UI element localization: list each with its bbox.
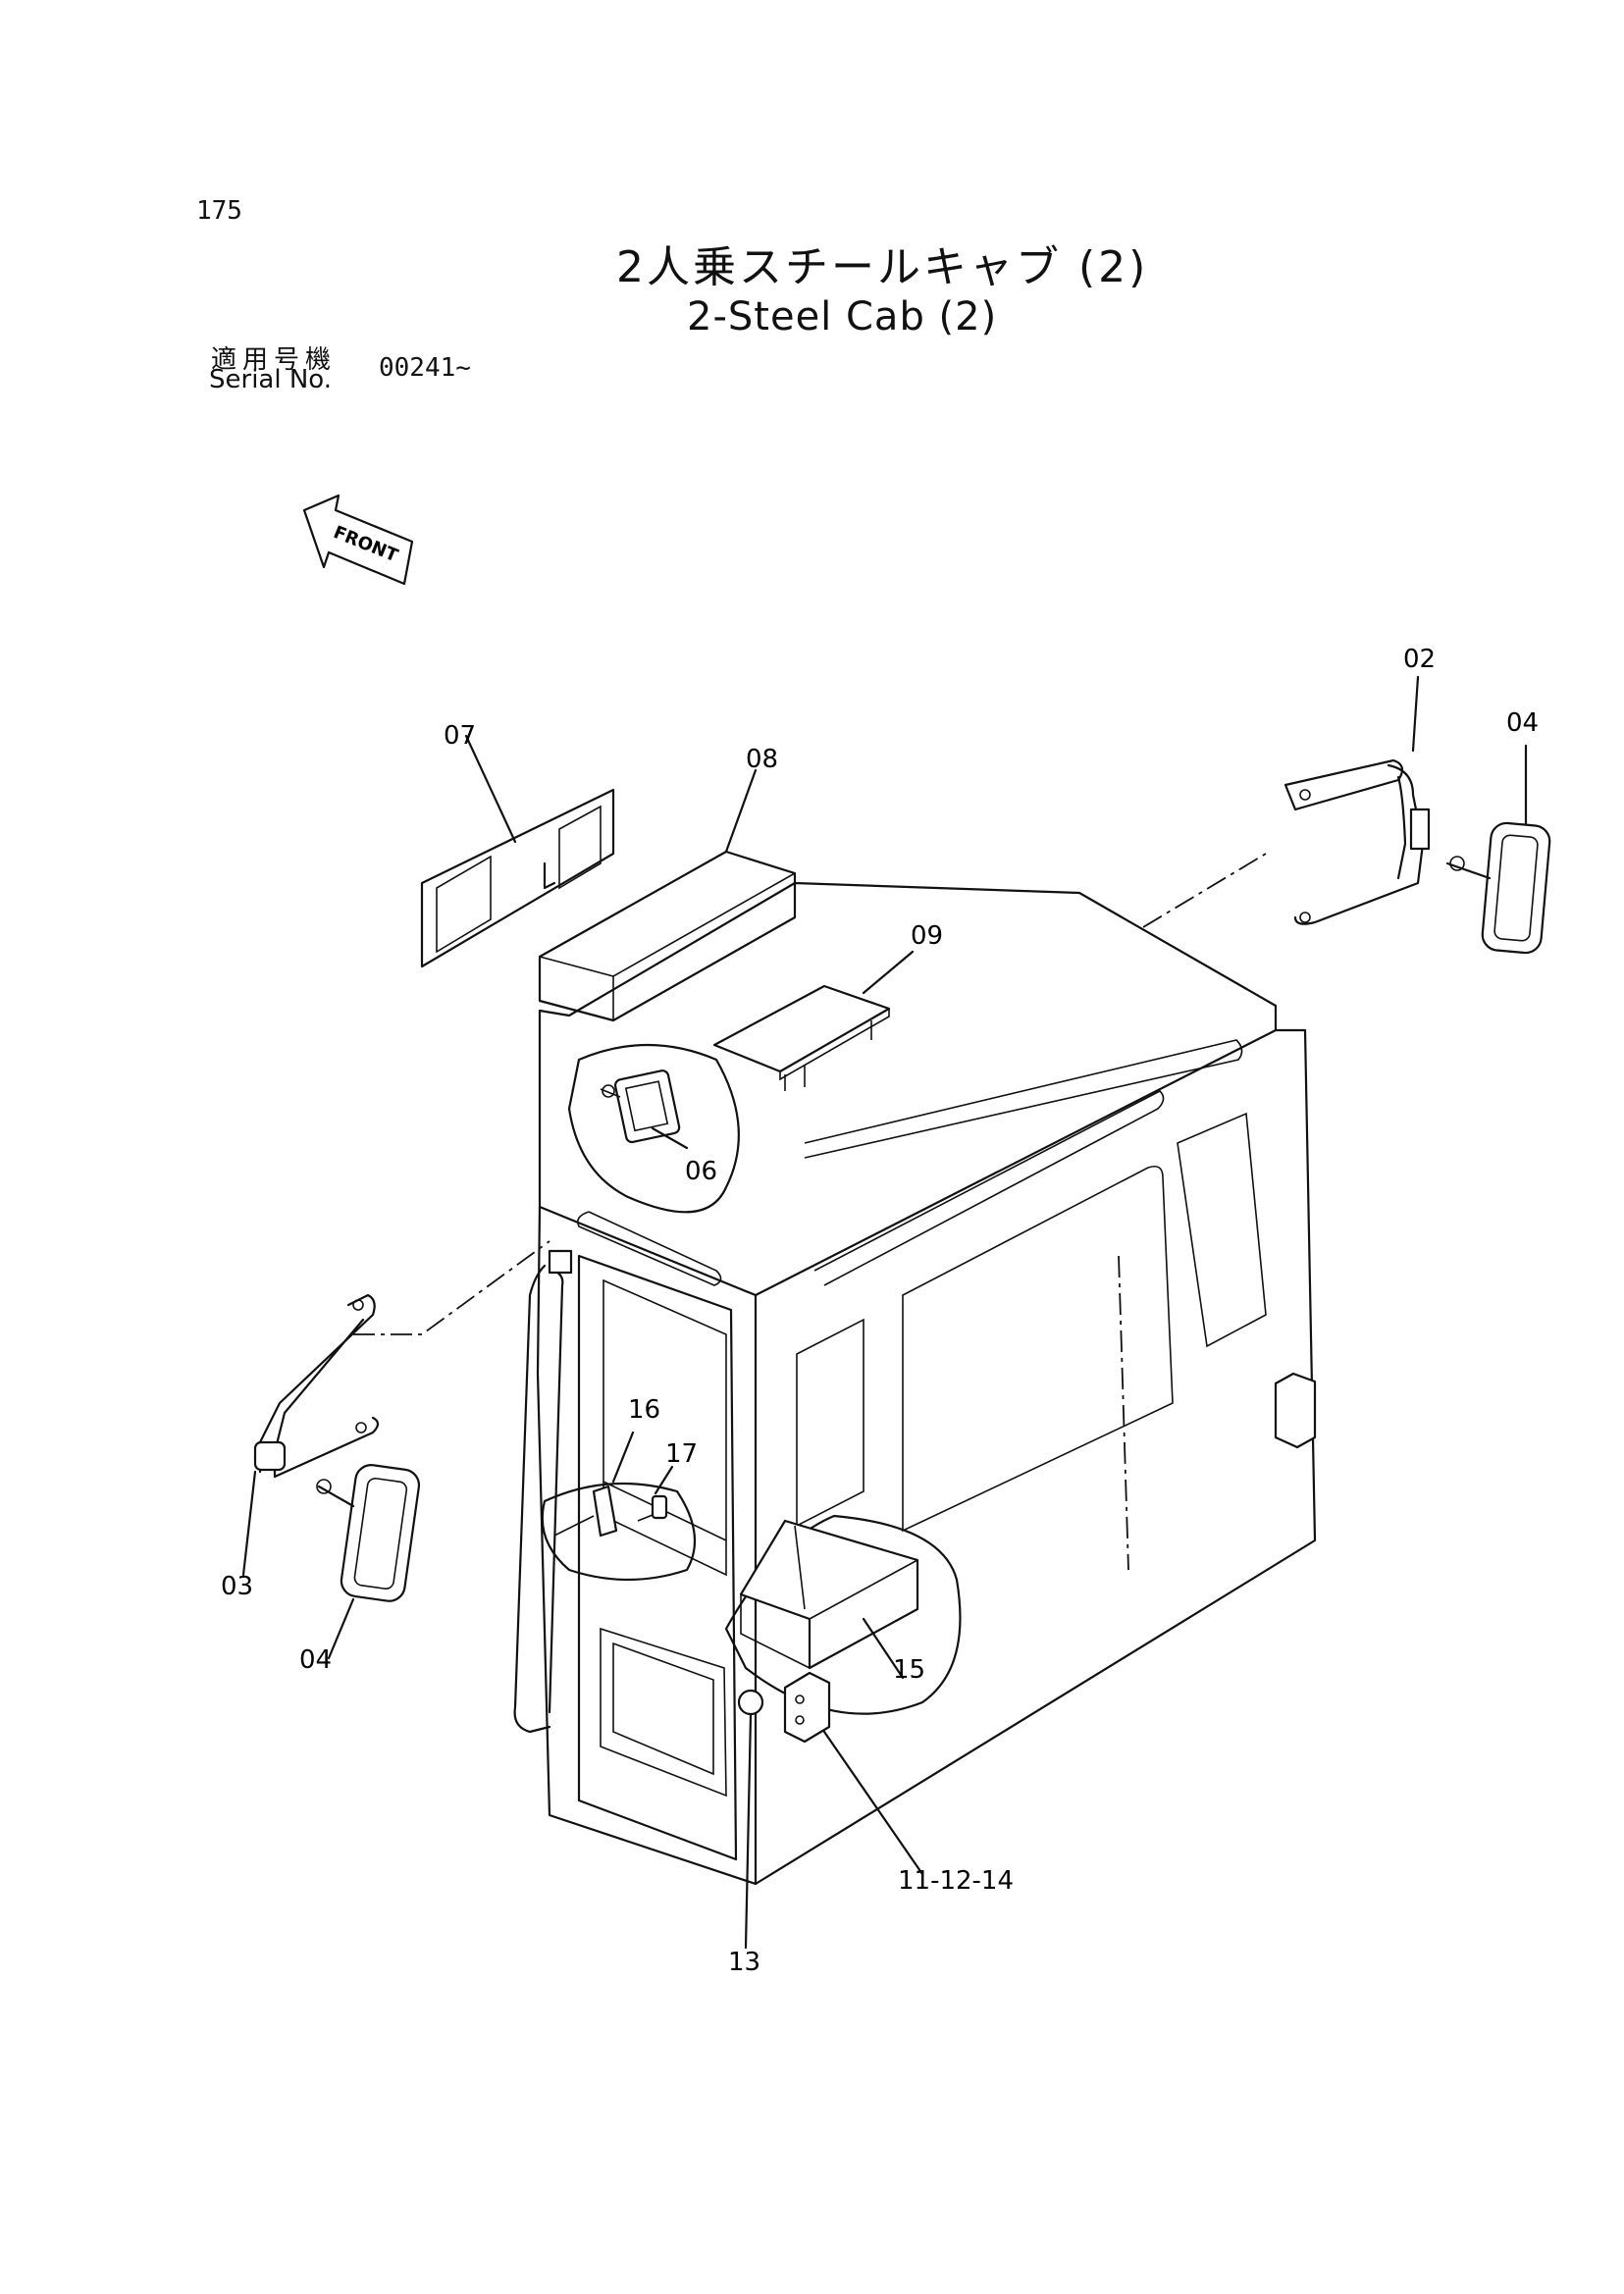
callout-03: 03 xyxy=(221,1572,253,1601)
cab-body xyxy=(513,881,1317,1886)
callout-02: 02 xyxy=(1403,645,1436,674)
title-japanese: 2人乗スチールキャブ (2) xyxy=(616,242,1149,292)
callout-08: 08 xyxy=(746,745,778,774)
title-english: 2-Steel Cab (2) xyxy=(687,294,998,339)
part-04-left-mirror xyxy=(316,1464,421,1660)
part-02-right-mirror-stay xyxy=(1142,675,1431,928)
part-03-left-mirror-stay xyxy=(241,1240,550,1577)
callout-17: 17 xyxy=(665,1439,698,1469)
callout-11-12-14: 11-12-14 xyxy=(898,1866,1014,1896)
part-08-roof-cover xyxy=(538,768,797,1022)
callout-09: 09 xyxy=(911,921,943,951)
serial-number-value: 00241~ xyxy=(379,353,471,383)
front-arrow-icon: FRONT xyxy=(302,494,414,586)
part-11-12-14-switch-block xyxy=(783,1671,924,1876)
callout-04-left: 04 xyxy=(299,1645,332,1675)
part-07-visor-plate xyxy=(420,734,615,968)
callout-13: 13 xyxy=(728,1948,760,1977)
serial-label-english: Serial No. xyxy=(209,365,332,394)
callout-04-right: 04 xyxy=(1506,708,1539,738)
part-16-17-detail-bubble xyxy=(541,1431,697,1582)
callout-07: 07 xyxy=(444,721,476,751)
callout-15: 15 xyxy=(893,1655,925,1685)
part-04-right-mirror xyxy=(1445,744,1551,955)
page-number: 175 xyxy=(196,196,242,226)
callout-06: 06 xyxy=(685,1157,717,1186)
part-13-lamp xyxy=(737,1689,764,1950)
callout-16: 16 xyxy=(628,1395,660,1425)
part-09-roof-lid xyxy=(712,950,915,1091)
part-15-detail-bubble xyxy=(724,1514,962,1715)
part-06-detail-bubble xyxy=(567,1043,740,1214)
serial-label-japanese: 適用号機 xyxy=(211,345,338,375)
